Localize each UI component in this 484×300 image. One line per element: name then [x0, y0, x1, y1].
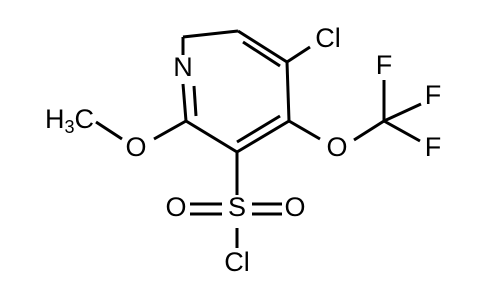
bond-cf3-f-bottom — [383, 119, 421, 143]
atom-labels: N Cl O H3C O F F F S O O Cl — [45, 23, 441, 277]
atom-sulfonyl-cl: Cl — [224, 247, 250, 277]
bond-c4-o — [288, 119, 321, 141]
bond-c6-c5 — [182, 29, 239, 39]
atom-f-top: F — [376, 50, 393, 80]
atom-f-bottom: F — [425, 132, 442, 162]
atom-methyl-c: C — [75, 104, 95, 134]
atom-methyl-subscript: 3 — [64, 117, 74, 137]
bond-c5-c4-double — [242, 40, 281, 68]
bond-c1-n — [181, 83, 188, 122]
bond-c5-c4 — [237, 29, 288, 64]
bond-o-cf3 — [353, 119, 385, 142]
atom-sulfonyl-o-left: O — [165, 192, 186, 222]
atom-f-right: F — [425, 80, 442, 110]
atom-methyl-h: H — [45, 104, 65, 134]
bond-c5-cl — [286, 45, 311, 64]
bond-c1-n-double — [192, 85, 198, 117]
bond-c2-c1 — [185, 119, 238, 154]
bond-c1-o — [153, 119, 187, 141]
atom-pyridine-n: N — [173, 52, 193, 82]
atom-methoxy-o: O — [125, 132, 146, 162]
bond-o-ch3 — [95, 120, 123, 141]
atom-ether-o: O — [326, 132, 347, 162]
atom-ring-cl: Cl — [315, 23, 341, 53]
atom-methyl: H3C — [45, 104, 94, 137]
bonds — [95, 29, 422, 248]
atom-sulfonyl-o-right: O — [284, 192, 305, 222]
atom-sulfonyl-s: S — [228, 192, 246, 222]
bond-c3-c2-double — [236, 114, 281, 144]
bond-c3-c2 — [236, 119, 290, 154]
bond-c4-c3 — [285, 61, 291, 122]
bond-cf3-f-right — [383, 102, 422, 123]
